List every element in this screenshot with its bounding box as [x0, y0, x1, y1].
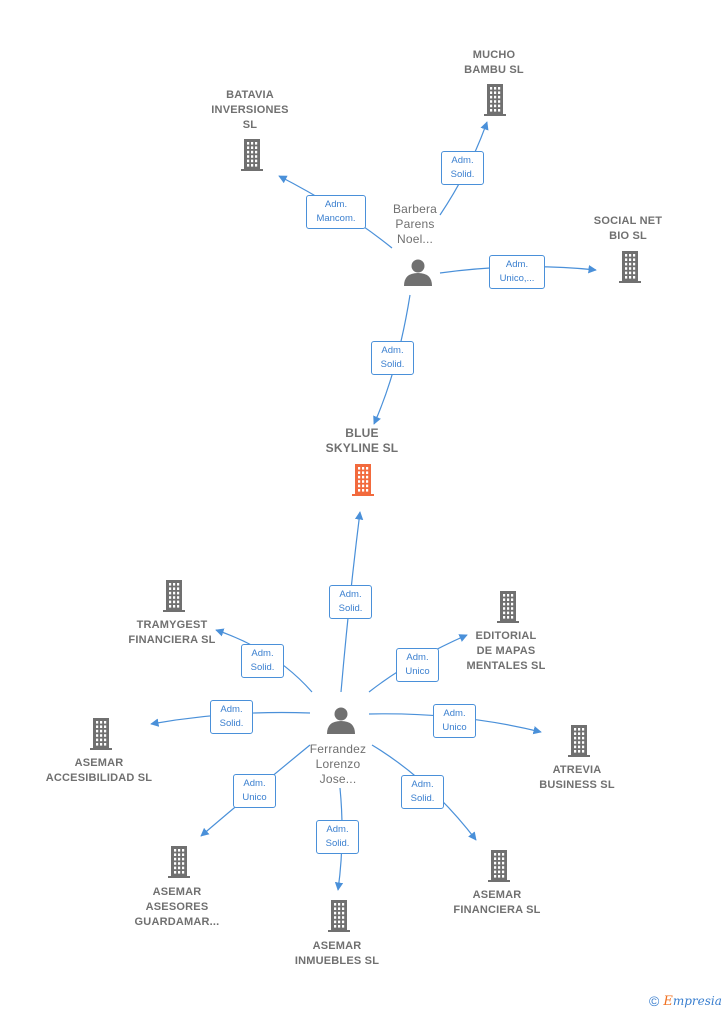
- company-building-icon-mucho[interactable]: [484, 84, 506, 116]
- edge-label-ferrandez-tramygest[interactable]: Adm. Solid.: [241, 644, 284, 678]
- company-building-icon-atrevia[interactable]: [568, 725, 590, 757]
- edge-label-line: Adm.: [411, 779, 434, 790]
- edge-label-line: Adm.: [451, 155, 474, 166]
- node-label-line: DE MAPAS: [476, 645, 536, 657]
- edge-label-ferrandez-editorial[interactable]: Adm. Unico: [396, 648, 439, 682]
- edge-label-line: Solid.: [410, 793, 435, 804]
- node-label-line: ASEMAR: [152, 886, 202, 898]
- node-label-line: FINANCIERA SL: [453, 904, 541, 916]
- node-label-atrevia[interactable]: ATREVIA BUSINESS SL: [507, 763, 647, 793]
- company-building-icon-asesores[interactable]: [168, 846, 190, 878]
- edge-label-line: Adm.: [505, 259, 529, 270]
- edge-label-line: Solid.: [219, 718, 244, 729]
- node-label-mucho[interactable]: MUCHO BAMBU SL: [424, 48, 564, 78]
- node-label-line: Barbera: [392, 202, 438, 216]
- edge-label-barbera-mucho[interactable]: Adm. Solid.: [441, 151, 484, 185]
- node-label-line: SKYLINE SL: [325, 441, 399, 455]
- edge-label-barbera-center[interactable]: Adm. Solid.: [371, 341, 414, 375]
- node-label-tramygest[interactable]: TRAMYGEST FINANCIERA SL: [102, 618, 242, 648]
- edge-label-ferrandez-financiera[interactable]: Adm. Solid.: [401, 775, 444, 809]
- node-label-line: ASEMAR: [74, 757, 124, 769]
- node-label-line: ASESORES: [145, 901, 209, 913]
- node-label-line: ACCESIBILIDAD SL: [45, 772, 153, 784]
- node-label-line: INMUEBLES SL: [294, 955, 380, 967]
- edge-label-line: Adm.: [243, 778, 266, 789]
- node-label-asesores[interactable]: ASEMAR ASESORES GUARDAMAR...: [107, 885, 247, 930]
- node-label-line: ATREVIA: [552, 764, 602, 776]
- company-building-icon-inmuebles[interactable]: [328, 900, 350, 932]
- node-label-line: Noel...: [396, 232, 434, 246]
- edge-label-line: Adm.: [339, 589, 362, 600]
- edge-label-ferrandez-atrevia[interactable]: Adm. Unico: [433, 704, 476, 738]
- edge-label-line: Solid.: [450, 169, 475, 180]
- edge-label-line: Adm.: [443, 708, 466, 719]
- node-label-accesibilidad[interactable]: ASEMAR ACCESIBILIDAD SL: [29, 756, 169, 786]
- edge-label-ferrandez-asesores[interactable]: Adm. Unico: [233, 774, 276, 808]
- node-label-line: Parens: [395, 217, 435, 231]
- node-label-batavia[interactable]: BATAVIA INVERSIONES SL: [180, 88, 320, 133]
- edge-label-line: Mancom.: [316, 213, 356, 224]
- edge-label-line: Solid.: [325, 838, 350, 849]
- node-label-line: MENTALES SL: [466, 660, 546, 672]
- edge-label-ferrandez-center[interactable]: Adm. Solid.: [329, 585, 372, 619]
- edge-label-barbera-socialnet[interactable]: Adm. Unico,...: [489, 255, 545, 289]
- brand-name: mpresia: [672, 993, 722, 1008]
- node-label-line: GUARDAMAR...: [134, 916, 220, 928]
- company-building-icon-tramygest[interactable]: [163, 580, 185, 612]
- edge-label-line: Adm.: [406, 652, 429, 663]
- node-label-inmuebles[interactable]: ASEMAR INMUEBLES SL: [267, 939, 407, 969]
- edge-label-line: Unico: [405, 666, 430, 677]
- node-label-line: Ferrandez: [309, 742, 367, 756]
- edge-label-line: Solid.: [338, 603, 363, 614]
- edge-label-line: Unico,...: [499, 273, 535, 284]
- node-label-line: ASEMAR: [472, 889, 522, 901]
- brand-initial: E: [663, 993, 673, 1009]
- node-label-line: BIO SL: [609, 230, 647, 242]
- edge-label-line: Unico: [242, 792, 267, 803]
- company-building-icon-socialnet[interactable]: [619, 251, 641, 283]
- node-label-financiera[interactable]: ASEMAR FINANCIERA SL: [427, 888, 567, 918]
- person-icon-ferrandez[interactable]: [327, 707, 355, 735]
- copyright-icon: ©: [649, 993, 660, 1009]
- edge-label-line: Adm.: [251, 648, 274, 659]
- company-building-icon-accesibilidad[interactable]: [90, 718, 112, 750]
- company-building-icon-editorial[interactable]: [497, 591, 519, 623]
- node-label-line: BUSINESS SL: [539, 779, 615, 791]
- node-label-editorial[interactable]: EDITORIAL DE MAPAS MENTALES SL: [436, 629, 576, 674]
- edge-label-line: Solid.: [380, 359, 405, 370]
- node-label-line: Lorenzo: [315, 757, 361, 771]
- edge-label-line: Unico: [442, 722, 467, 733]
- person-icon-barbera[interactable]: [404, 259, 432, 287]
- edge-label-line: Adm.: [220, 704, 243, 715]
- node-label-line: SOCIAL NET: [593, 215, 663, 227]
- company-building-icon-financiera[interactable]: [488, 850, 510, 882]
- node-label-line: FINANCIERA SL: [128, 634, 216, 646]
- node-label-line: BAMBU SL: [464, 64, 524, 76]
- edge-label-line: Solid.: [250, 662, 275, 673]
- footer-brand: © Empresia: [649, 993, 722, 1009]
- edge-label-barbera-batavia[interactable]: Adm. Mancom.: [306, 195, 366, 229]
- company-building-icon-batavia[interactable]: [241, 139, 263, 171]
- center-company-building-icon[interactable]: [352, 464, 374, 496]
- node-label-line: Jose...: [319, 772, 357, 786]
- edge-label-line: Adm.: [324, 199, 348, 210]
- node-label-line: TRAMYGEST: [136, 619, 208, 631]
- node-label-line: BLUE: [345, 426, 379, 440]
- edge-label-line: Adm.: [326, 824, 349, 835]
- node-label-line: SL: [242, 119, 258, 131]
- edge-label-ferrandez-accesibilidad[interactable]: Adm. Solid.: [210, 700, 253, 734]
- node-label-line: ASEMAR: [312, 940, 362, 952]
- edge-label-line: Adm.: [381, 345, 404, 356]
- node-label-line: EDITORIAL: [475, 630, 537, 642]
- edge-label-ferrandez-inmuebles[interactable]: Adm. Solid.: [316, 820, 359, 854]
- node-label-line: INVERSIONES: [211, 104, 289, 116]
- node-label-socialnet[interactable]: SOCIAL NET BIO SL: [558, 214, 698, 244]
- node-label-line: BATAVIA: [226, 89, 274, 101]
- node-label-line: MUCHO: [472, 49, 516, 61]
